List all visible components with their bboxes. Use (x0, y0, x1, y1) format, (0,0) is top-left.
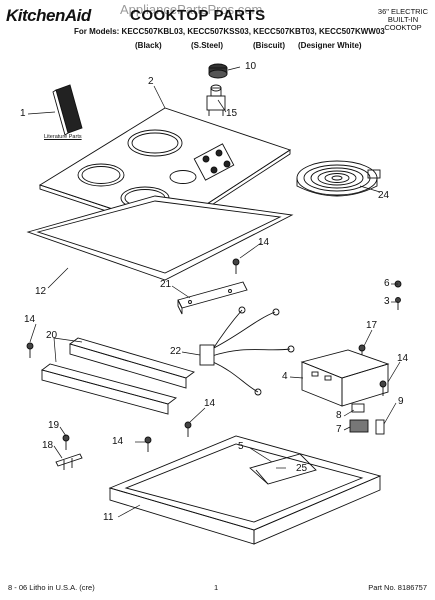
terminal-clip (351, 403, 365, 413)
control-knob (208, 63, 228, 79)
callout-9: 9 (398, 396, 404, 407)
infinite-switch (206, 84, 226, 116)
models-line: For Models: KECC507KBL03, KECC507KSS03, … (74, 27, 385, 36)
variant-biscuit: (Biscuit) (253, 41, 285, 50)
literature-booklet (52, 84, 83, 136)
callout-14-d: 14 (204, 398, 216, 409)
footer-page-number: 1 (214, 583, 219, 592)
spec-line-1: 36" ELECTRIC (377, 7, 429, 16)
callout-22: 22 (170, 346, 182, 357)
variant-black: (Black) (135, 41, 162, 50)
callout-8: 8 (336, 410, 342, 421)
terminal-block (349, 419, 385, 435)
strain-relief (55, 453, 83, 470)
footer-part-number: Part No. 8186757 (368, 583, 427, 592)
surface-element (296, 160, 381, 197)
callout-12: 12 (35, 286, 47, 297)
callout-14-e: 14 (112, 436, 124, 447)
callout-15: 15 (226, 108, 238, 119)
cooktop-gasket (26, 195, 294, 281)
junction-box (300, 349, 390, 407)
spec-line-3: COOKTOP (384, 23, 422, 32)
callout-5: 5 (238, 441, 244, 452)
callout-17: 17 (366, 320, 378, 331)
callout-24: 24 (378, 190, 390, 201)
callout-14-a: 14 (258, 237, 270, 248)
callout-14-c: 14 (397, 353, 409, 364)
spec-line-2: BUILT-IN (387, 15, 419, 24)
mounting-bracket (177, 281, 248, 315)
callout-19: 19 (48, 420, 60, 431)
callout-14-b: 14 (24, 314, 36, 325)
product-spec: 36" ELECTRIC BUILT-IN COOKTOP (377, 8, 429, 32)
footer-print-info: 8 - 06 Litho in U.S.A. (cre) (8, 583, 95, 592)
callout-1: 1 (20, 108, 26, 119)
callout-3: 3 (384, 296, 390, 307)
callout-20: 20 (46, 330, 58, 341)
support-rails (40, 337, 195, 415)
callout-7: 7 (336, 424, 342, 435)
page-title: COOKTOP PARTS (130, 7, 266, 24)
variant-steel: (S.Steel) (191, 41, 224, 50)
screws (26, 258, 402, 452)
brand-logo: KitchenAid (6, 6, 91, 25)
callout-2: 2 (148, 76, 154, 87)
wire-harness (199, 306, 295, 396)
watermark: AppliancePartsPros.com (120, 2, 263, 17)
callout-6: 6 (384, 278, 390, 289)
callout-25: 25 (296, 463, 308, 474)
variant-white: (Designer White) (298, 41, 362, 50)
callout-4: 4 (282, 371, 288, 382)
callout-11: 11 (103, 512, 114, 523)
callout-21: 21 (160, 279, 172, 290)
callout-10: 10 (245, 61, 257, 72)
callout-18: 18 (42, 440, 54, 451)
base-pan (108, 435, 382, 545)
literature-label: Literature Parts (44, 134, 82, 140)
